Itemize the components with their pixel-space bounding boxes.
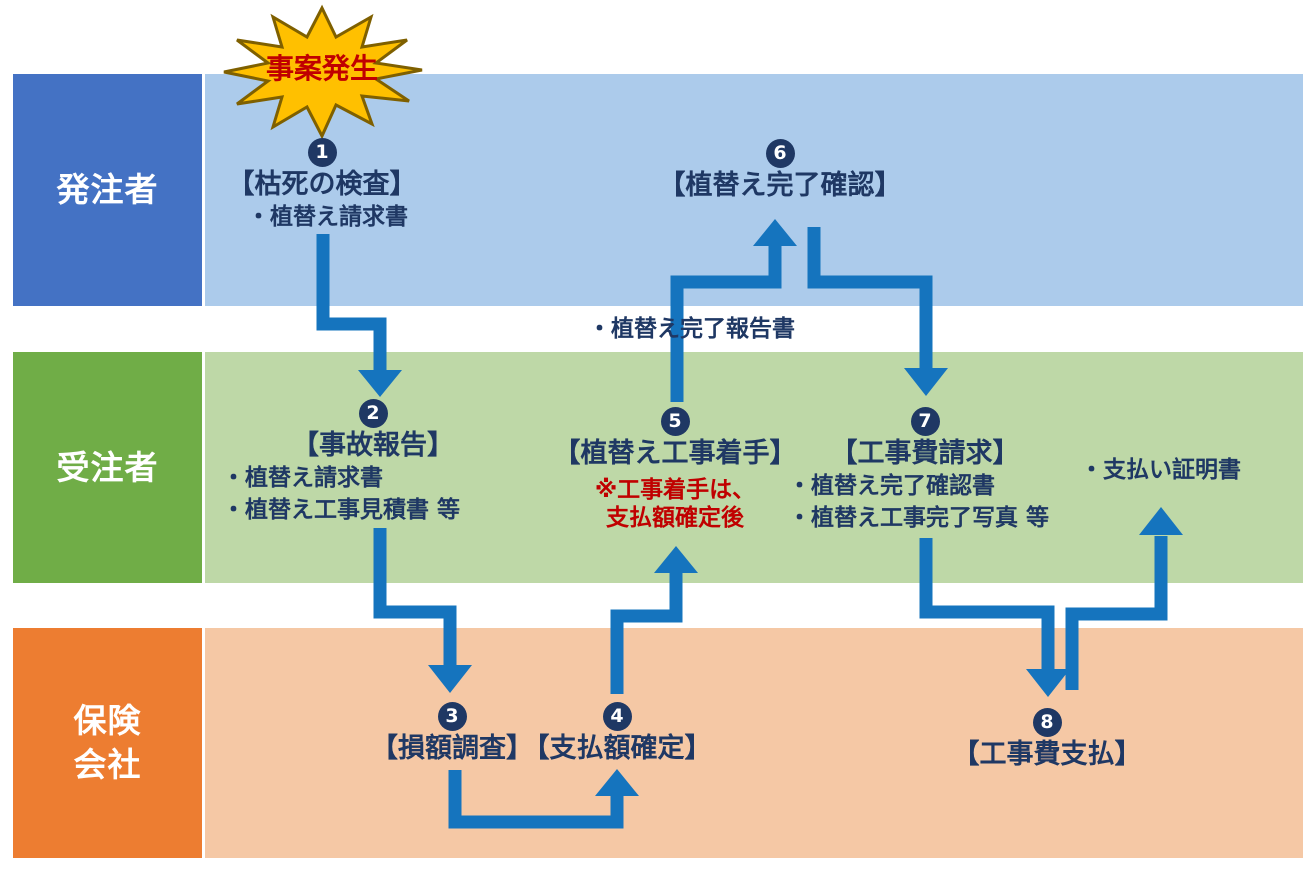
- step-3: 3 【損額調査】: [352, 702, 552, 765]
- step-2: 2 【事故報告】 ・植替え請求書 ・植替え工事見積書 等: [213, 399, 533, 526]
- step-7-number: 7: [910, 407, 940, 436]
- lane-label-insurer: 保険 会社: [13, 628, 202, 858]
- step-2-documents: ・植替え請求書 ・植替え工事見積書 等: [213, 462, 533, 526]
- step-3-number: 3: [437, 702, 467, 731]
- step-1: 1 【枯死の検査】 ・植替え請求書: [197, 138, 447, 233]
- step-5-note-line2: 支払額確定後: [606, 505, 744, 531]
- step-4: 4 【支払額確定】: [517, 702, 717, 765]
- step-5: 5 【植替え工事着手】 ※工事着手は、 支払額確定後: [548, 407, 802, 532]
- step-6: 6 【植替え完了確認】: [655, 139, 905, 202]
- step-5-note: ※工事着手は、 支払額確定後: [548, 476, 802, 532]
- payment-certificate-label: ・支払い証明書: [1080, 457, 1241, 483]
- step-7: 7 【工事費請求】 ・植替え完了確認書 ・植替え工事完了写真 等: [778, 407, 1072, 534]
- step-8: 8 【工事費支払】: [947, 708, 1147, 771]
- lane-label-orderer: 発注者: [13, 74, 202, 306]
- step-7-title: 【工事費請求】: [830, 438, 1020, 469]
- step-6-title: 【植替え完了確認】: [658, 170, 902, 201]
- replant-completion-report-label: ・植替え完了報告書: [588, 316, 795, 342]
- step-2-number: 2: [358, 399, 388, 428]
- lane-label-insurer-text-line1: 保険: [73, 701, 142, 740]
- step-4-number: 4: [602, 702, 632, 731]
- lane-label-orderer-text: 発注者: [56, 170, 159, 209]
- lane-label-contractor-text: 受注者: [56, 447, 159, 487]
- step-1-documents: ・植替え請求書: [197, 201, 447, 233]
- step-4-title: 【支払額確定】: [522, 733, 712, 764]
- lane-label-contractor: 受注者: [13, 352, 202, 583]
- step-1-number: 1: [307, 138, 337, 167]
- incident-starburst-label: 事案発生: [265, 52, 378, 85]
- step-1-doc-1: ・植替え請求書: [247, 204, 408, 230]
- step-5-number: 5: [660, 407, 690, 436]
- step-2-title: 【事故報告】: [292, 430, 454, 461]
- lane-label-insurer-text-line2: 会社: [73, 745, 142, 784]
- step-8-title: 【工事費支払】: [952, 739, 1142, 770]
- step-1-title: 【枯死の検査】: [227, 169, 417, 200]
- step-2-doc-2: ・植替え工事見積書 等: [222, 497, 461, 523]
- step-7-doc-2: ・植替え工事完了写真 等: [788, 505, 1050, 531]
- step-2-doc-1: ・植替え請求書: [222, 465, 383, 491]
- step-8-number: 8: [1032, 708, 1062, 737]
- step-5-note-line1: ※工事着手は、: [594, 477, 756, 503]
- step-6-number: 6: [765, 139, 795, 168]
- step-7-documents: ・植替え完了確認書 ・植替え工事完了写真 等: [778, 470, 1072, 534]
- step-5-title: 【植替え工事着手】: [553, 438, 797, 469]
- step-7-doc-1: ・植替え完了確認書: [788, 473, 995, 499]
- step-3-title: 【損額調査】: [371, 733, 533, 764]
